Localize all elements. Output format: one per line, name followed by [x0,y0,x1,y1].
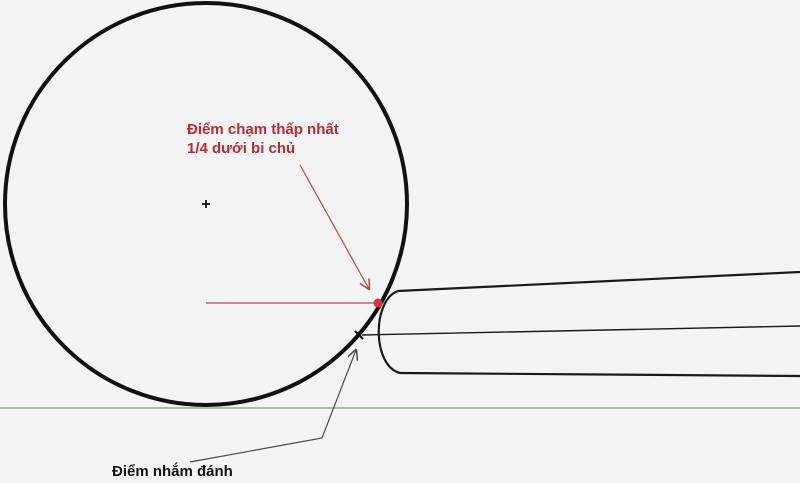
contact-point-label: Điểm chạm thấp nhất 1/4 dưới bi chủ [187,120,339,158]
contact-point-icon [373,298,383,308]
cue-stick [377,270,800,378]
contact-point-label-line1: Điểm chạm thấp nhất [187,121,339,138]
cue-top-edge [397,270,800,293]
cue-ball-outline [3,1,409,407]
cue-center-line [361,325,800,336]
cue-bottom-edge [399,371,800,378]
cue-tip [377,289,401,375]
aim-point-label-text: Điểm nhắm đánh [112,463,233,480]
contact-point-label-line2: 1/4 dưới bi chủ [187,140,296,157]
aim-point-icon [354,330,364,340]
aim-point-label: Điểm nhắm đánh [112,462,233,481]
contact-pointer-arrow [299,164,369,289]
ball-center-icon [202,200,210,208]
aim-pointer-arrow [189,350,356,463]
